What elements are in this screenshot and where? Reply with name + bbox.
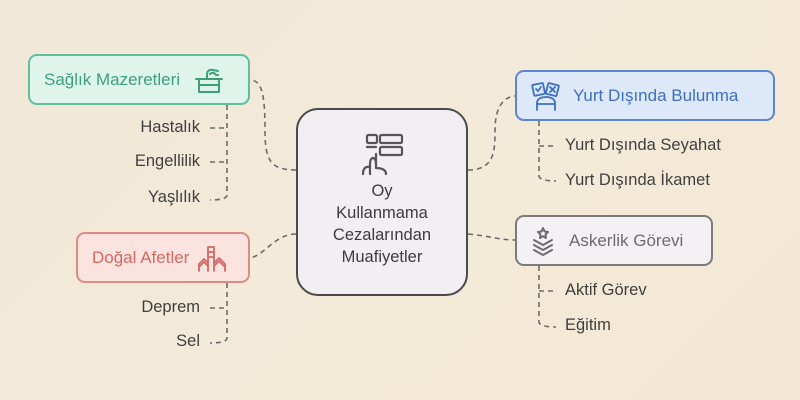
title-line: Kullanmama [336, 204, 428, 222]
leaf-travel-abroad: Yurt Dışında Seyahat [565, 136, 721, 154]
branch-label: Yurt Dışında Bulunma [573, 85, 739, 105]
buildings-icon [197, 244, 227, 272]
leaf-active-duty: Aktif Görev [565, 281, 647, 299]
branch-label: Askerlik Görevi [569, 230, 684, 250]
central-topic-title: Oy Kullanmama Cezalarından Muafiyetler [333, 180, 431, 268]
branch-label: Doğal Afetler [92, 247, 190, 267]
title-line: Cezalarından [332, 226, 432, 244]
branch-label: Sağlık Mazeretleri [44, 69, 181, 89]
central-topic-node[interactable]: Oy Kullanmama Cezalarından Muafiyetler [296, 108, 468, 296]
leaf-illness: Hastalık [140, 118, 200, 136]
military-rank-icon [531, 226, 555, 256]
title-line: Oy [371, 182, 393, 200]
branch-natural-disasters[interactable]: Doğal Afetler [76, 232, 250, 283]
branch-being-abroad[interactable]: Yurt Dışında Bulunma [515, 70, 775, 121]
leaf-flood: Sel [176, 332, 200, 350]
ballot-hand-icon [360, 132, 404, 176]
leaf-old-age: Yaşlılık [148, 188, 200, 206]
passport-person-icon [531, 81, 561, 111]
leaf-residence-abroad: Yurt Dışında İkamet [565, 171, 710, 189]
hand-box-icon [194, 65, 224, 95]
leaf-disability: Engellilik [134, 152, 200, 170]
leaf-earthquake: Deprem [141, 298, 200, 316]
branch-health-excuses[interactable]: Sağlık Mazeretleri [28, 54, 250, 105]
branch-military-service[interactable]: Askerlik Görevi [515, 215, 713, 266]
title-line: Muafiyetler [341, 248, 423, 266]
leaf-training: Eğitim [565, 316, 611, 334]
